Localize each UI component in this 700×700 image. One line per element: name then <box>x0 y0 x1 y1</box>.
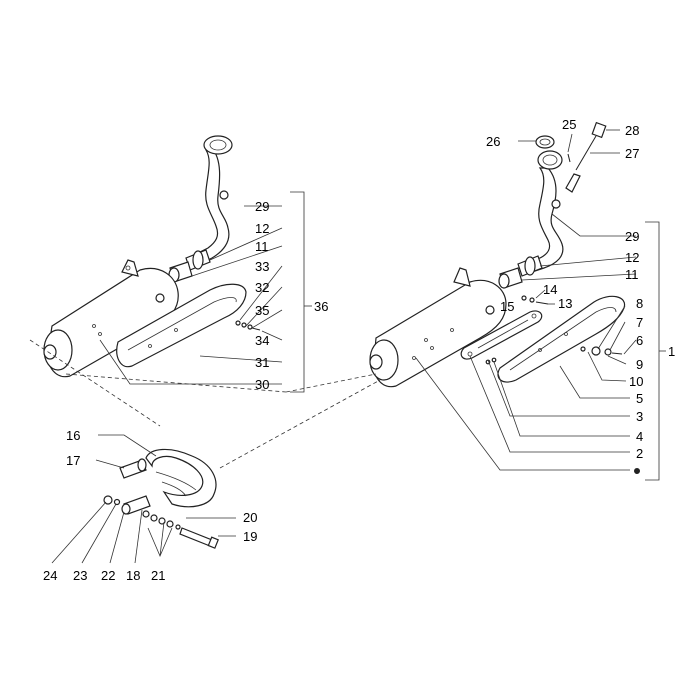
dashed-connection-lines <box>29 339 381 469</box>
label-21: 21 <box>151 568 165 583</box>
label-3: 3 <box>636 409 643 424</box>
left-group-bracket <box>290 191 305 393</box>
label-29-left: 29 <box>255 199 269 214</box>
label-36: 36 <box>314 299 328 314</box>
label-35: 35 <box>255 303 269 318</box>
bottom-bracket-assembly <box>103 448 219 549</box>
label-6: 6 <box>636 333 643 348</box>
right-gasket <box>535 135 555 149</box>
label-12-left: 12 <box>255 221 269 236</box>
label-15: 15 <box>500 299 514 314</box>
label-31: 31 <box>255 355 269 370</box>
label-26: 26 <box>486 134 500 149</box>
label-25: 25 <box>562 117 576 132</box>
label-22: 22 <box>101 568 115 583</box>
label-11-left: 11 <box>255 239 269 254</box>
label-14: 14 <box>543 282 557 297</box>
label-1: 1 <box>668 344 675 359</box>
label-23: 23 <box>73 568 87 583</box>
label-34: 34 <box>255 333 269 348</box>
label-7: 7 <box>636 315 643 330</box>
left-pipe-flange <box>203 135 233 155</box>
right-pipe-flange <box>537 150 563 170</box>
label-28: 28 <box>625 123 639 138</box>
label-20: 20 <box>243 510 257 525</box>
label-10: 10 <box>629 374 643 389</box>
label-19: 19 <box>243 529 257 544</box>
sensor-connector <box>591 121 607 139</box>
label-2: 2 <box>636 446 643 461</box>
muffler-mount-bracket <box>145 448 217 508</box>
left-exhaust-assembly <box>43 135 261 378</box>
label-12-right: 12 <box>625 250 639 265</box>
lambda-sensor <box>565 173 581 193</box>
label-29-right: 29 <box>625 229 639 244</box>
label-11-right: 11 <box>625 267 639 282</box>
label-4: 4 <box>636 429 643 444</box>
label-8: 8 <box>636 296 643 311</box>
label-27: 27 <box>625 146 639 161</box>
label-13: 13 <box>558 296 572 311</box>
right-group-bracket <box>645 221 660 481</box>
right-muffler-body <box>373 279 507 388</box>
label-24: 24 <box>43 568 57 583</box>
long-bolt <box>179 527 213 547</box>
label-17: 17 <box>66 453 80 468</box>
label-18: 18 <box>126 568 140 583</box>
bottom-leader-lines <box>51 434 236 564</box>
label-5: 5 <box>636 391 643 406</box>
left-heat-shield <box>116 283 247 368</box>
left-leader-lines <box>99 205 283 385</box>
label-32: 32 <box>255 280 269 295</box>
right-exhaust-assembly <box>369 121 626 388</box>
label-16: 16 <box>66 428 80 443</box>
right-leader-lines <box>415 129 637 471</box>
label-33: 33 <box>255 259 269 274</box>
label-9: 9 <box>636 357 643 372</box>
right-exhaust-pipe <box>527 167 564 273</box>
label-30: 30 <box>255 377 269 392</box>
left-exhaust-pipe <box>195 147 230 265</box>
part-labels: 29 12 11 33 32 35 36 34 31 30 26 25 28 2… <box>43 117 675 583</box>
assembly-marker-dot <box>634 468 640 474</box>
right-heat-shield <box>497 295 626 383</box>
